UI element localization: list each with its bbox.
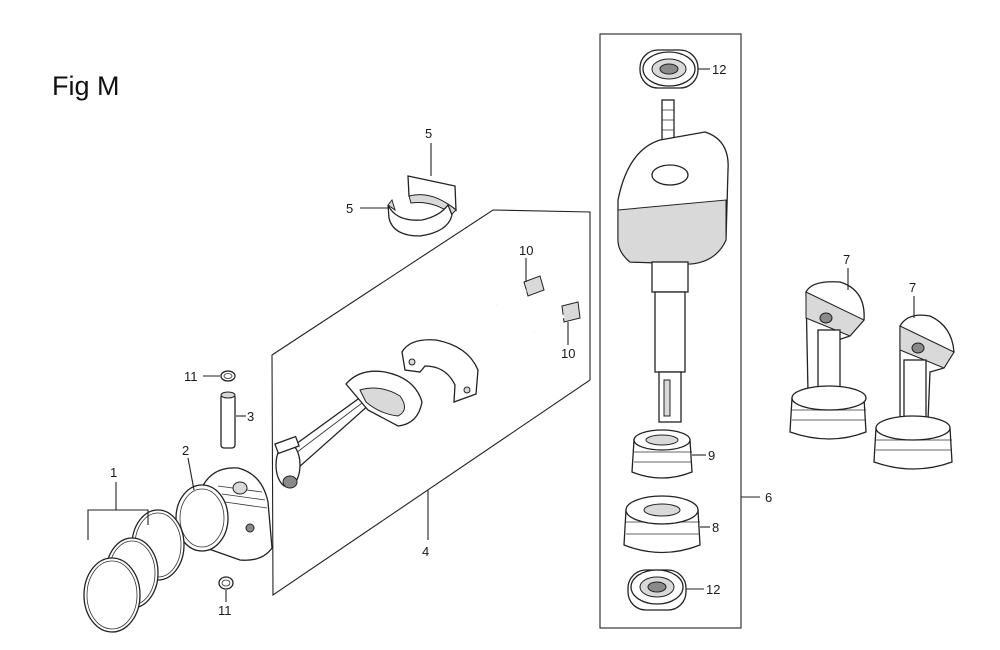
pin-clip-top: [220, 370, 236, 382]
callout-bearing-top: 12: [712, 62, 726, 77]
timing-gear: [623, 495, 701, 554]
callout-clip-bottom: 11: [218, 603, 232, 618]
leader-rings-bracket: [87, 509, 149, 540]
ball-bearing-top: [639, 49, 699, 89]
callout-timing-gear: 8: [712, 520, 719, 535]
callout-bearing-lower: 5: [346, 201, 353, 216]
leader-piston: [187, 457, 195, 491]
callout-pin: 3: [247, 409, 254, 424]
connecting-rod-cap: [401, 339, 479, 403]
callout-bearing-bottom: 12: [706, 582, 720, 597]
gear-small: [631, 429, 693, 479]
pin-clip-bottom: [218, 576, 234, 590]
callout-crank-left: 7: [843, 252, 850, 267]
piston-rings: [83, 509, 185, 633]
crankshaft: [617, 99, 729, 423]
callout-rings: 1: [110, 465, 117, 480]
ball-bearing-bottom: [627, 569, 687, 611]
crank-variant-right: [873, 314, 955, 470]
bolt-lower: [533, 301, 581, 334]
callout-crank-right: 7: [909, 280, 916, 295]
crank-variant-left: [789, 281, 867, 440]
piston-pin: [220, 391, 236, 449]
bolt-upper: [496, 275, 545, 307]
callout-crank-assy: 6: [765, 490, 772, 505]
callout-gear-small: 9: [708, 448, 715, 463]
callout-rod-assy: 4: [422, 544, 429, 559]
figure-title: Fig M: [52, 71, 120, 101]
callout-bolt-upper: 10: [519, 243, 533, 258]
bearing-half-lower: [387, 198, 453, 237]
callout-bolt-lower: 10: [561, 346, 575, 361]
callout-piston: 2: [182, 443, 189, 458]
connecting-rod: [274, 370, 423, 489]
callout-bearing-upper: 5: [425, 126, 432, 141]
callout-clip-top: 11: [184, 369, 198, 384]
connecting-rod-group-outline: [271, 209, 591, 597]
piston: [175, 467, 273, 561]
crankshaft-group-outline: [599, 33, 742, 629]
